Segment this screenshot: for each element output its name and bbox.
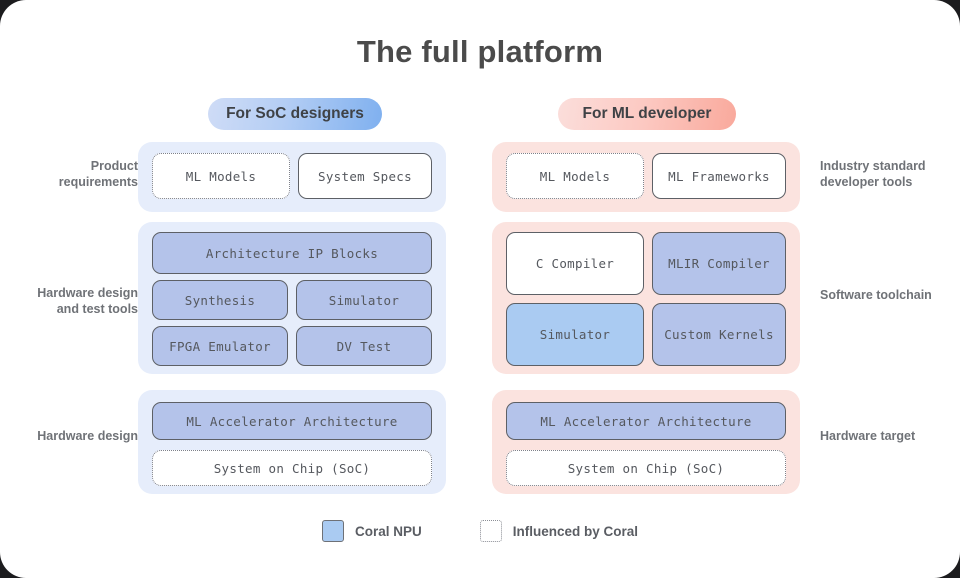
row-label-industry-standard-developer-tools: Industry standard developer tools	[820, 159, 926, 189]
row-label-hardware-design-and-test-tools: Hardware design and test tools	[37, 286, 138, 316]
row-label-product-requirements: Product requirements	[58, 159, 138, 189]
node-right-c-compiler[interactable]: C Compiler	[506, 232, 644, 295]
node-left-fpga-emulator[interactable]: FPGA Emulator	[152, 326, 288, 366]
node-left-system-on-chip[interactable]: System on Chip (SoC)	[152, 450, 432, 486]
node-right-ml-models[interactable]: ML Models	[506, 153, 644, 199]
node-left-synthesis[interactable]: Synthesis	[152, 280, 288, 320]
column-heading-ml-developer: For ML developer	[558, 98, 736, 130]
dashed-square-icon	[479, 520, 502, 542]
legend-label-influenced-by-coral: Influenced by Coral	[512, 523, 639, 539]
node-right-ml-accelerator-architecture[interactable]: ML Accelerator Architecture	[506, 402, 786, 440]
node-right-system-on-chip[interactable]: System on Chip (SoC)	[506, 450, 786, 486]
node-right-ml-frameworks[interactable]: ML Frameworks	[652, 153, 786, 199]
filled-square-icon	[321, 520, 344, 542]
row-label-software-toolchain: Software toolchain	[820, 288, 932, 302]
row-label-hardware-target: Hardware target	[820, 429, 916, 443]
node-left-architecture-ip-blocks[interactable]: Architecture IP Blocks	[152, 232, 432, 274]
node-right-mlir-compiler[interactable]: MLIR Compiler	[652, 232, 786, 295]
row-label-hardware-design: Hardware design	[37, 429, 138, 443]
node-right-simulator[interactable]: Simulator	[506, 303, 644, 366]
legend-item-coral-npu: Coral NPU	[321, 520, 422, 542]
column-heading-soc-designers: For SoC designers	[208, 98, 382, 130]
node-left-dv-test[interactable]: DV Test	[296, 326, 432, 366]
page-title: The full platform	[356, 34, 604, 69]
node-left-ml-accelerator-architecture[interactable]: ML Accelerator Architecture	[152, 402, 432, 440]
legend-item-influenced-by-coral: Influenced by Coral	[479, 520, 639, 542]
node-left-simulator[interactable]: Simulator	[296, 280, 432, 320]
node-left-ml-models[interactable]: ML Models	[152, 153, 290, 199]
legend: Coral NPU Influenced by Coral	[0, 520, 960, 542]
legend-label-coral-npu: Coral NPU	[354, 523, 422, 539]
node-left-system-specs[interactable]: System Specs	[298, 153, 432, 199]
node-right-custom-kernels[interactable]: Custom Kernels	[652, 303, 786, 366]
